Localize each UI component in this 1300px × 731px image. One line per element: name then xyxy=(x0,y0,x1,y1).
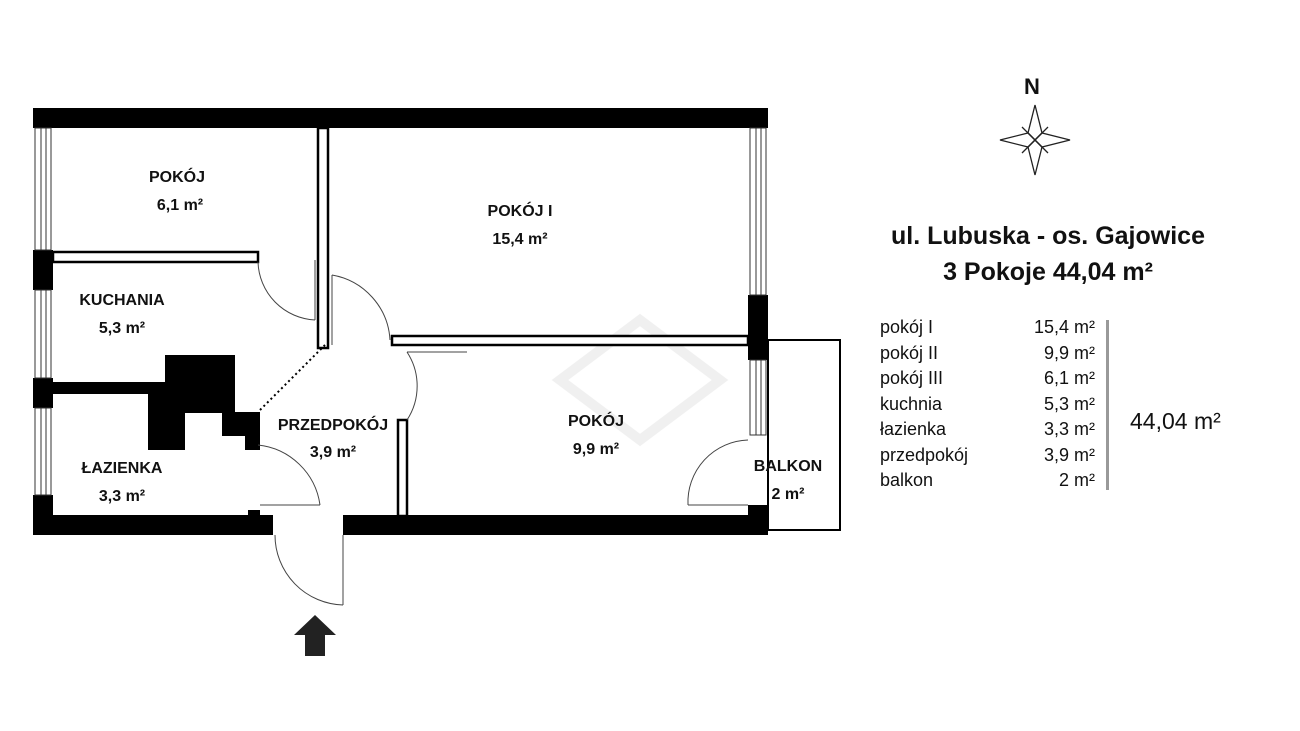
room-area: 2 m² xyxy=(772,486,805,503)
room-area: 6,1 m² xyxy=(157,197,203,214)
doors xyxy=(257,260,749,606)
list-item: balkon 2 m² xyxy=(880,470,1095,492)
list-value: 6,1 m² xyxy=(1043,368,1095,388)
windows xyxy=(34,127,767,496)
north-label: N xyxy=(1024,74,1040,99)
room-area: 15,4 m² xyxy=(492,231,547,248)
list-value: 3,9 m² xyxy=(1043,444,1095,465)
list-item: przedpokój 3,9 m² xyxy=(880,445,1095,467)
room-name: POKÓJ I xyxy=(488,201,553,220)
room-area: 3,3 m² xyxy=(99,488,145,505)
total-area: 44,04 m² xyxy=(1130,408,1221,434)
list-label: łazienka xyxy=(880,419,947,439)
list-label: pokój III xyxy=(880,368,944,388)
list-label: pokój II xyxy=(880,342,939,363)
list-label: przedpokój xyxy=(880,444,969,465)
list-value: 15,4 m² xyxy=(1033,317,1095,337)
divider xyxy=(1106,320,1109,490)
apartment-summary: 3 Pokoje 44,04 m² xyxy=(943,258,1153,286)
room-name: PRZEDPOKÓJ xyxy=(278,415,388,434)
room-area: 5,3 m² xyxy=(99,320,145,337)
room-name: BALKON xyxy=(754,458,822,475)
list-label: kuchnia xyxy=(880,393,943,414)
list-label: pokój I xyxy=(880,317,934,337)
room-name: KUCHANIA xyxy=(79,292,165,309)
partitions xyxy=(51,126,841,531)
room-name: ŁAZIENKA xyxy=(82,460,163,477)
list-value: 9,9 m² xyxy=(1043,342,1095,363)
list-item: pokój II 9,9 m² xyxy=(880,343,1095,365)
room-area: 3,9 m² xyxy=(310,444,356,461)
list-item: pokój I 15,4 m² xyxy=(880,317,1095,339)
list-value: 3,3 m² xyxy=(1043,419,1095,439)
walls xyxy=(33,108,768,535)
list-value: 5,3 m² xyxy=(1043,393,1095,414)
list-item: kuchnia 5,3 m² xyxy=(880,394,1095,416)
room-labels: POKÓJ 6,1 m² POKÓJ I 15,4 m² KUCHANIA 5,… xyxy=(79,167,822,505)
list-label: balkon xyxy=(880,470,934,490)
compass-rose-icon xyxy=(999,104,1071,176)
address-title: ul. Lubuska - os. Gajowice xyxy=(891,222,1205,250)
list-value: 2 m² xyxy=(1059,470,1095,490)
room-name: POKÓJ xyxy=(568,411,624,430)
room-area: 9,9 m² xyxy=(573,441,619,458)
list-item: łazienka 3,3 m² xyxy=(880,419,1095,441)
room-name: POKÓJ xyxy=(149,167,205,186)
entrance-arrow-icon xyxy=(294,615,336,656)
list-item: pokój III 6,1 m² xyxy=(880,368,1095,390)
